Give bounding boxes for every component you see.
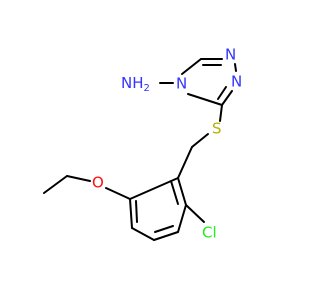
label-o: O bbox=[92, 174, 104, 192]
bond-b5-b6 bbox=[129, 198, 133, 229]
bond-c3-s bbox=[219, 104, 223, 122]
bonds bbox=[43, 58, 237, 241]
label-nh2: NH2 bbox=[121, 74, 150, 95]
label-n1: N bbox=[225, 46, 236, 64]
bond-b6-o bbox=[105, 187, 131, 200]
bond-b4-b5 bbox=[131, 227, 155, 241]
bond-ch2-ring bbox=[177, 146, 193, 179]
label-nh2-subscript: 2 bbox=[144, 83, 150, 94]
bond-n2-c3 bbox=[221, 90, 233, 106]
bond-n2-c3-double bbox=[217, 86, 227, 100]
label-s: S bbox=[212, 120, 222, 138]
bond-b1-b2-double bbox=[170, 180, 179, 205]
label-n4: N bbox=[176, 75, 187, 93]
bond-b2-cl bbox=[185, 204, 205, 223]
bond-b6-b1 bbox=[129, 177, 179, 200]
label-n2: N bbox=[231, 73, 242, 91]
bond-n4-c5 bbox=[181, 58, 202, 75]
bond-n1-n2 bbox=[234, 63, 237, 72]
bond-b3-b4 bbox=[153, 231, 179, 241]
bond-s-ch2 bbox=[191, 133, 209, 148]
bond-c3-n4 bbox=[187, 93, 223, 106]
bond-b5-b6-double bbox=[135, 200, 138, 223]
bond-o-ethyl1 bbox=[66, 175, 91, 182]
atom-labels: NH2 N N N S O Cl bbox=[92, 46, 242, 242]
bond-b3-b4-double bbox=[154, 225, 174, 233]
label-cl: Cl bbox=[202, 224, 217, 242]
bond-b1-b2 bbox=[177, 177, 187, 206]
bond-ethyl1-ethyl2 bbox=[43, 175, 68, 194]
structure-diagram: NH2 N N N S O Cl bbox=[43, 45, 243, 242]
bond-b2-b3 bbox=[177, 204, 187, 233]
